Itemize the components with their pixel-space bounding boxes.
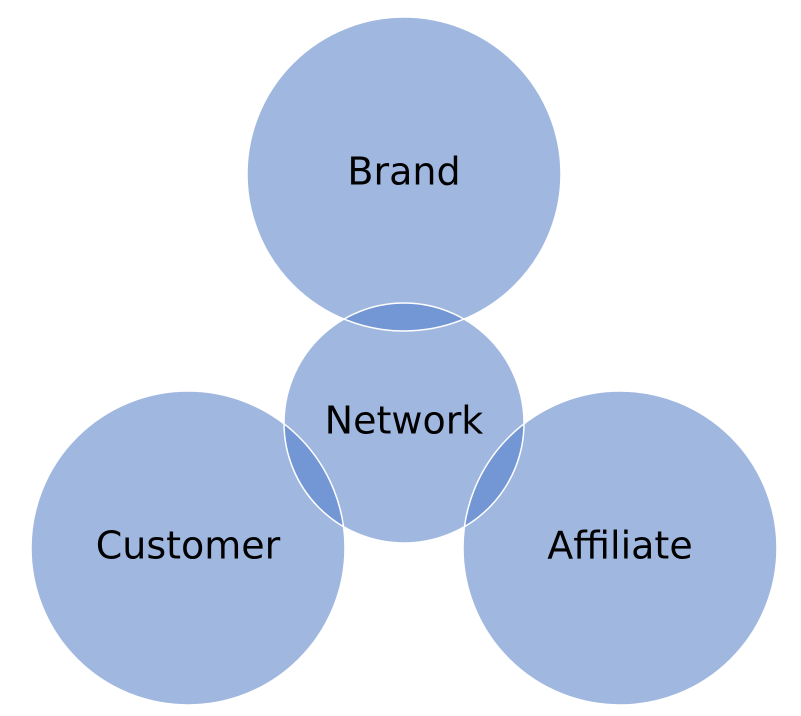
brand-label: Brand xyxy=(347,150,460,194)
brand-circle xyxy=(247,17,561,331)
network-circle xyxy=(284,303,524,543)
customer-circle xyxy=(31,391,345,705)
affiliate-label: Affiliate xyxy=(547,524,692,568)
network-label: Network xyxy=(325,399,484,443)
customer-outline xyxy=(30,390,346,706)
affiliate-circle xyxy=(463,391,777,705)
affiliate-outline xyxy=(462,390,778,706)
brand-outline xyxy=(246,16,562,332)
network-outline xyxy=(283,302,525,544)
customer-label: Customer xyxy=(96,524,281,568)
